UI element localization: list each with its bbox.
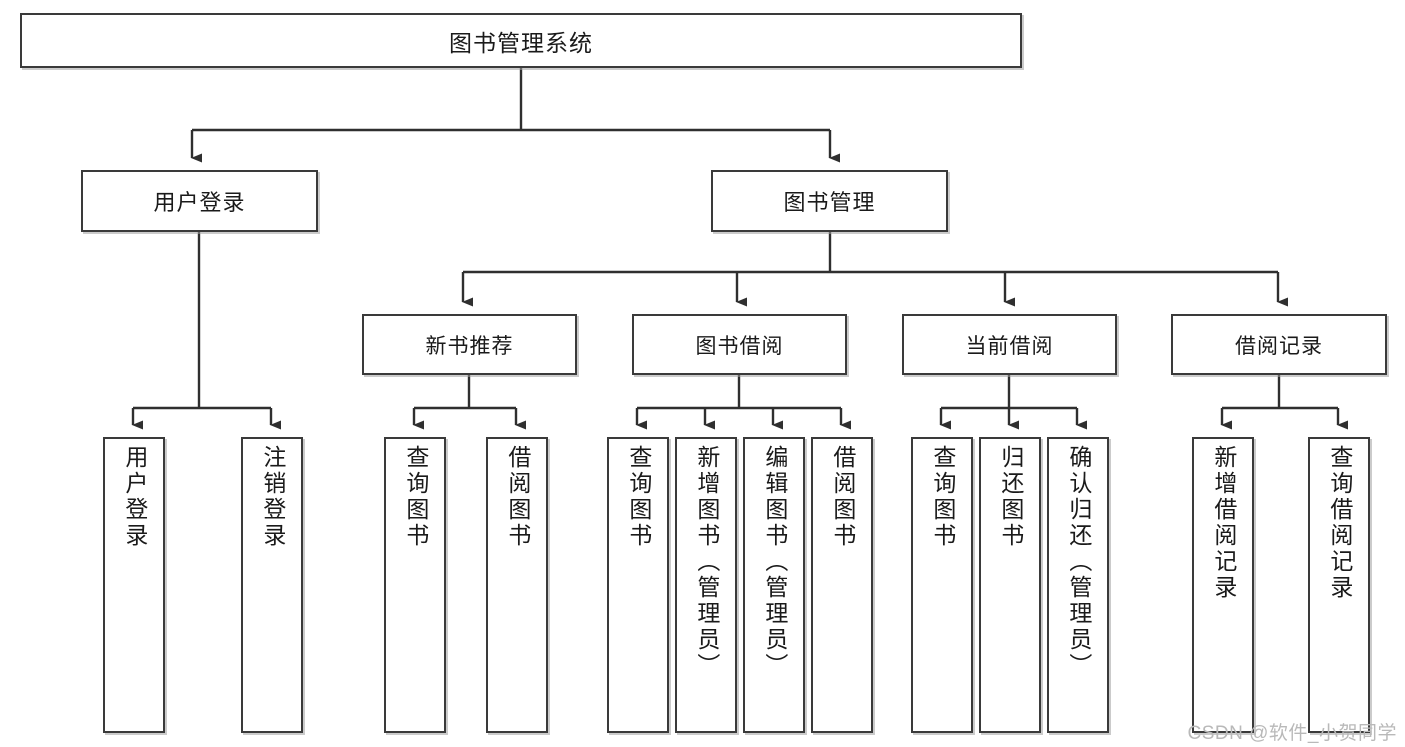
leaf-return-books[interactable]: 归还图书 <box>979 437 1041 733</box>
node-label: 用户登录 <box>153 190 246 215</box>
leaf-label: 借阅图书 <box>829 445 856 549</box>
leaf-label: 注销登录 <box>259 445 286 549</box>
leaf-label: 新增借阅记录 <box>1210 445 1237 601</box>
node-root-system[interactable]: 图书管理系统 <box>20 13 1022 68</box>
leaf-label: 查询图书 <box>625 445 652 549</box>
leaf-user-login[interactable]: 用户登录 <box>103 437 165 733</box>
leaf-query-borrow-record[interactable]: 查询借阅记录 <box>1308 437 1370 733</box>
leaf-add-book-admin[interactable]: 新增图书（管理员） <box>675 437 737 733</box>
node-borrowing-records[interactable]: 借阅记录 <box>1171 314 1387 375</box>
leaf-query-books-recommend[interactable]: 查询图书 <box>384 437 446 733</box>
leaf-query-books-current[interactable]: 查询图书 <box>911 437 973 733</box>
node-label: 借阅记录 <box>1235 334 1323 358</box>
leaf-borrow-books[interactable]: 借阅图书 <box>811 437 873 733</box>
leaf-label: 用户登录 <box>121 445 148 549</box>
leaf-label: 确认归还（管理员） <box>1065 445 1092 679</box>
leaf-confirm-return-admin[interactable]: 确认归还（管理员） <box>1047 437 1109 733</box>
node-label: 新书推荐 <box>425 334 514 358</box>
leaf-label: 归还图书 <box>997 445 1024 549</box>
leaf-label: 编辑图书（管理员） <box>761 445 788 679</box>
leaf-label: 借阅图书 <box>504 445 531 549</box>
node-label: 当前借阅 <box>965 334 1054 358</box>
leaf-add-borrow-record[interactable]: 新增借阅记录 <box>1192 437 1254 733</box>
node-user-login[interactable]: 用户登录 <box>81 170 318 232</box>
node-current-borrowing[interactable]: 当前借阅 <box>902 314 1117 375</box>
leaf-label: 查询图书 <box>402 445 429 549</box>
watermark: CSDN @软件_小贺同学 <box>1187 723 1397 744</box>
leaf-label: 查询图书 <box>929 445 956 549</box>
node-book-borrowing[interactable]: 图书借阅 <box>632 314 847 375</box>
node-new-book-recommendation[interactable]: 新书推荐 <box>362 314 577 375</box>
node-label: 图书管理 <box>783 190 876 215</box>
leaf-query-books-borrow[interactable]: 查询图书 <box>607 437 669 733</box>
node-label: 图书管理系统 <box>449 29 593 56</box>
leaf-label: 查询借阅记录 <box>1326 445 1353 601</box>
leaf-edit-book-admin[interactable]: 编辑图书（管理员） <box>743 437 805 733</box>
leaf-borrow-books-recommend[interactable]: 借阅图书 <box>486 437 548 733</box>
leaf-logout[interactable]: 注销登录 <box>241 437 303 733</box>
leaf-label: 新增图书（管理员） <box>693 445 720 679</box>
node-label: 图书借阅 <box>695 334 784 358</box>
node-book-management[interactable]: 图书管理 <box>711 170 948 232</box>
